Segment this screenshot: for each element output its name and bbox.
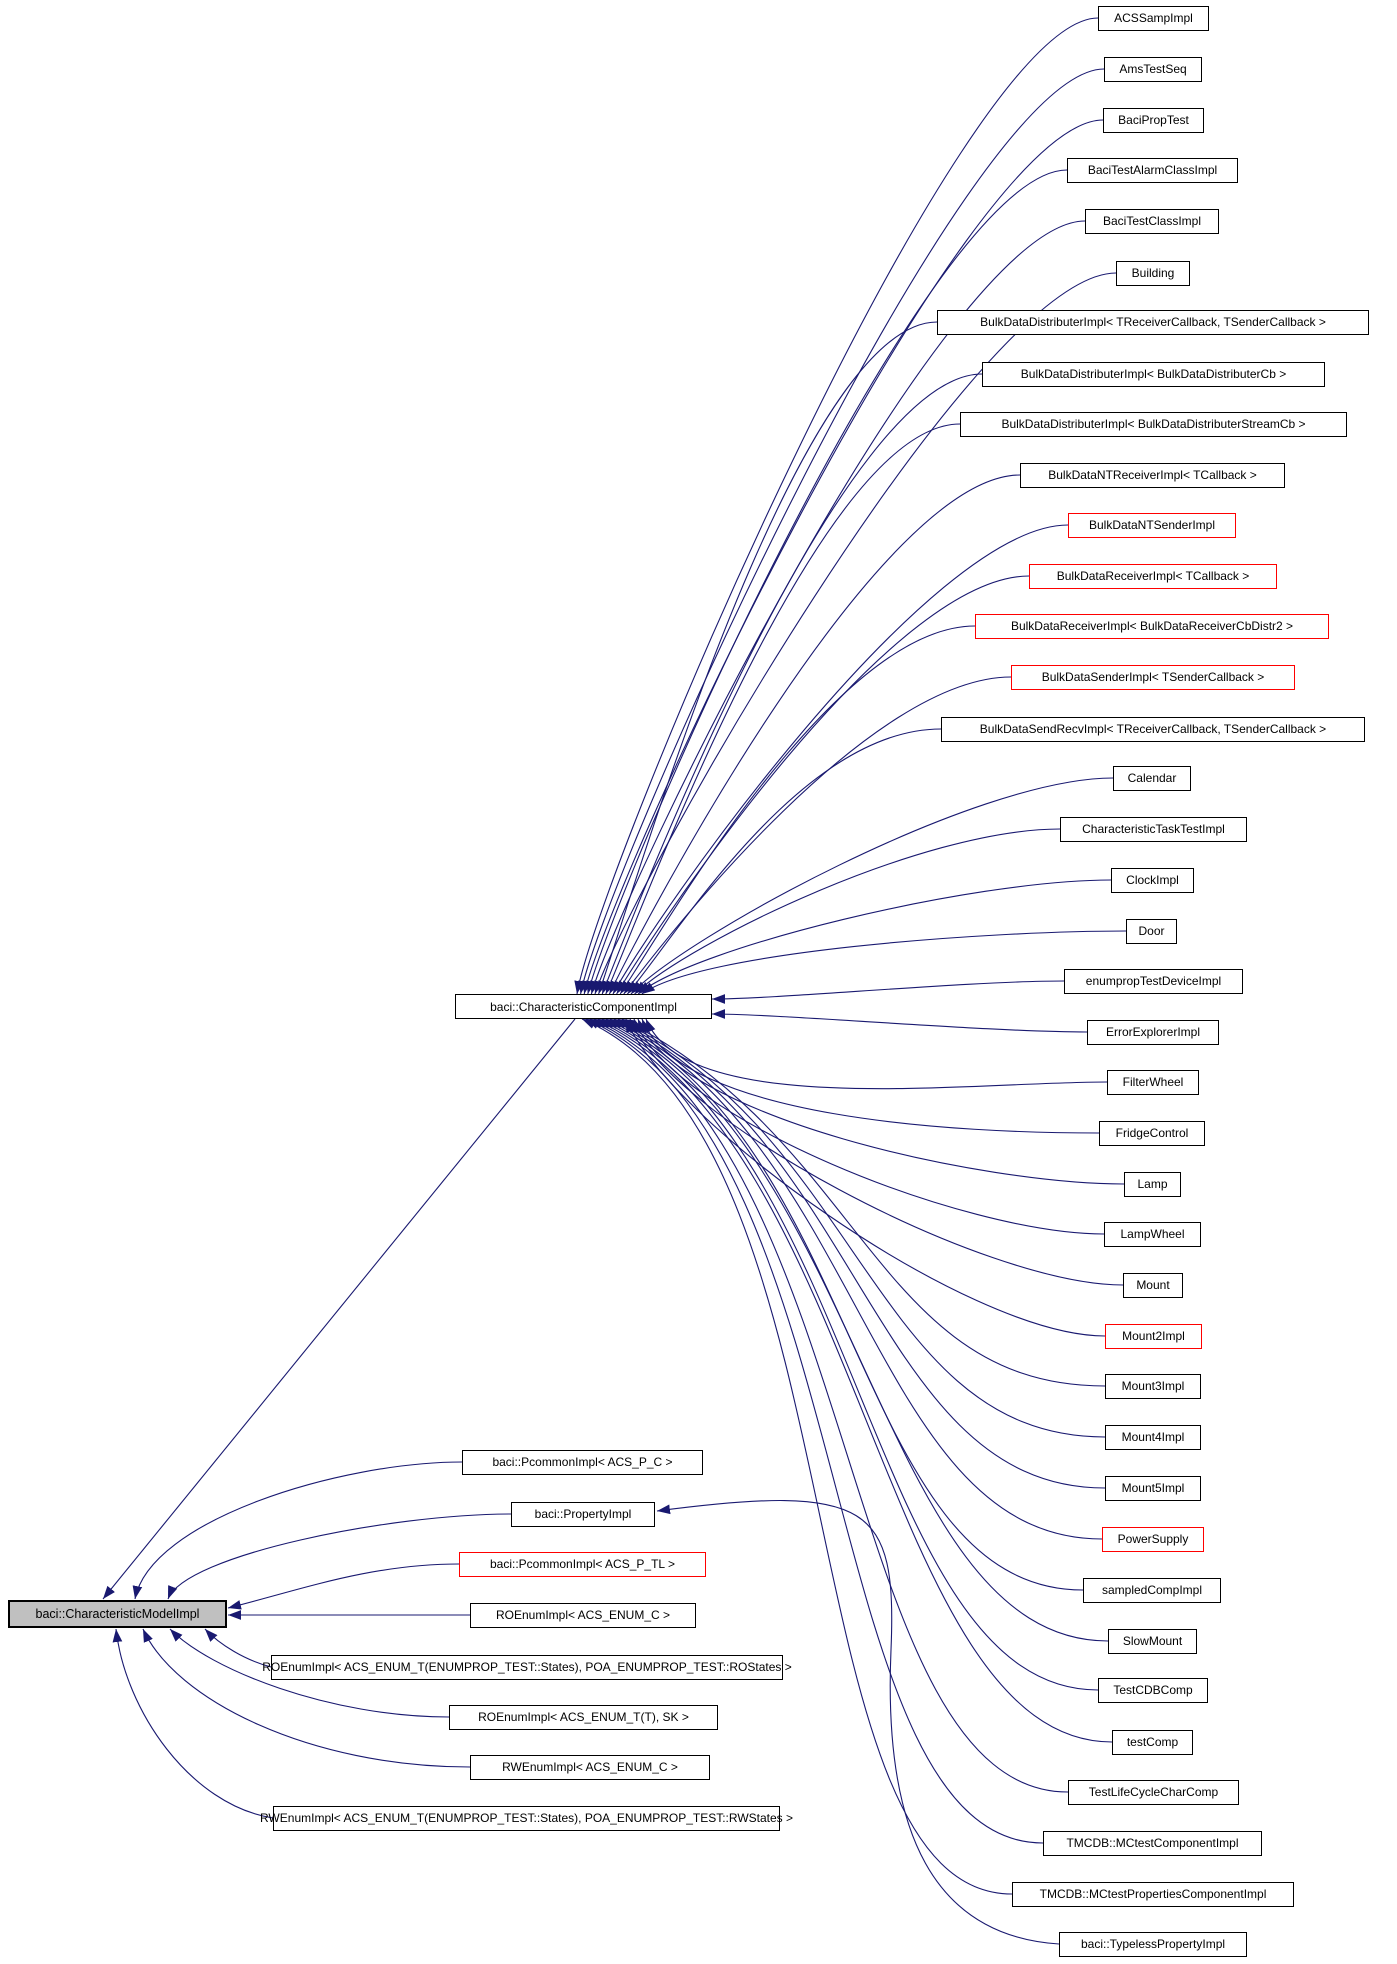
class-node[interactable]: FridgeControl — [1099, 1120, 1205, 1146]
inheritance-edge — [597, 1018, 1099, 1691]
class-node[interactable]: Door — [1126, 918, 1177, 944]
inheritance-edge — [204, 1628, 272, 1668]
inheritance-edge — [581, 1018, 1013, 1895]
class-node[interactable]: baci::PcommonImpl< ACS_P_TL > — [459, 1551, 706, 1577]
inheritance-edge — [609, 1018, 1103, 1540]
inheritance-edge — [227, 1563, 460, 1610]
class-node[interactable]: Mount — [1123, 1272, 1183, 1298]
inheritance-edge — [167, 1513, 512, 1600]
class-node[interactable]: AmsTestSeq — [1104, 56, 1202, 82]
class-node[interactable]: Mount2Impl — [1105, 1323, 1202, 1349]
inheritance-edge — [102, 1018, 576, 1600]
class-node[interactable]: BulkDataSenderImpl< TSenderCallback > — [1011, 664, 1295, 690]
inheritance-edge — [616, 575, 1030, 995]
inheritance-edge — [656, 1499, 1060, 1945]
inheritance-edge — [169, 1628, 450, 1718]
inheritance-edge — [634, 828, 1061, 995]
inheritance-edge — [613, 1018, 1106, 1489]
inheritance-edge — [593, 1018, 1113, 1743]
inheritance-edge — [605, 423, 961, 995]
inheritance-edge — [132, 1461, 463, 1600]
class-node[interactable]: ACSSampImpl — [1098, 5, 1209, 31]
inheritance-edge — [112, 1628, 274, 1819]
inheritance-edge — [617, 1018, 1106, 1438]
class-node[interactable]: Mount3Impl — [1105, 1373, 1201, 1399]
class-node[interactable]: enumpropTestDeviceImpl — [1064, 968, 1243, 994]
inheritance-edge — [601, 1018, 1109, 1642]
inheritance-edge — [601, 373, 983, 995]
class-node[interactable]: BulkDataReceiverImpl< TCallback > — [1029, 563, 1277, 589]
inheritance-edge — [626, 728, 942, 995]
class-node[interactable]: testComp — [1112, 1729, 1193, 1755]
inheritance-edge — [578, 68, 1105, 995]
class-node[interactable]: BulkDataNTSenderImpl — [1068, 512, 1236, 538]
class-node[interactable]: BulkDataDistributerImpl< TReceiverCallba… — [937, 309, 1369, 335]
class-node[interactable]: ROEnumImpl< ACS_ENUM_T(T), SK > — [449, 1704, 718, 1730]
class-node[interactable]: Calendar — [1113, 765, 1191, 791]
class-node[interactable]: FilterWheel — [1107, 1069, 1199, 1095]
class-node[interactable]: BaciPropTest — [1103, 107, 1204, 133]
inheritance-edge — [711, 980, 1065, 1004]
class-node[interactable]: BulkDataNTReceiverImpl< TCallback > — [1020, 462, 1285, 488]
class-node[interactable]: ROEnumImpl< ACS_ENUM_C > — [470, 1602, 696, 1628]
class-node[interactable]: SlowMount — [1108, 1628, 1197, 1654]
inheritance-edge — [608, 474, 1021, 995]
inheritance-edge — [641, 930, 1127, 995]
inheritance-edge — [619, 625, 976, 995]
class-node[interactable]: BulkDataReceiverImpl< BulkDataReceiverCb… — [975, 613, 1329, 639]
inheritance-edge — [605, 1018, 1084, 1591]
class-node[interactable]: BaciTestAlarmClassImpl — [1067, 157, 1238, 183]
class-node[interactable]: Mount4Impl — [1105, 1424, 1201, 1450]
class-node[interactable]: Building — [1116, 260, 1190, 286]
inheritance-edge — [598, 321, 938, 995]
class-node[interactable]: Lamp — [1124, 1171, 1181, 1197]
class-node[interactable]: PowerSupply — [1102, 1526, 1204, 1552]
inheritance-edge — [641, 1018, 1100, 1134]
class-node[interactable]: BaciTestClassImpl — [1085, 208, 1219, 234]
class-node[interactable]: ROEnumImpl< ACS_ENUM_T(ENUMPROP_TEST::St… — [262, 1654, 792, 1680]
inheritance-edge — [142, 1628, 471, 1768]
class-node[interactable]: ErrorExplorerImpl — [1087, 1019, 1219, 1045]
class-node[interactable]: RWEnumImpl< ACS_ENUM_T(ENUMPROP_TEST::St… — [260, 1805, 793, 1831]
class-node[interactable]: TMCDB::MCtestComponentImpl — [1043, 1830, 1262, 1856]
inheritance-edge — [574, 17, 1099, 995]
base-class-node: baci::CharacteristicModelImpl — [8, 1600, 227, 1628]
class-node[interactable]: BulkDataDistributerImpl< BulkDataDistrib… — [982, 361, 1325, 387]
inheritance-edge — [711, 1009, 1088, 1033]
inheritance-edge — [633, 1018, 1105, 1235]
class-node[interactable]: LampWheel — [1104, 1221, 1201, 1247]
class-node[interactable]: TestLifeCycleCharComp — [1068, 1779, 1239, 1805]
inheritance-edge — [637, 879, 1112, 995]
component-class-node[interactable]: baci::CharacteristicComponentImpl — [455, 994, 712, 1019]
inheritance-edge — [590, 220, 1086, 995]
class-node[interactable]: BulkDataDistributerImpl< BulkDataDistrib… — [960, 411, 1347, 437]
inheritance-edge — [623, 676, 1012, 995]
inheritance-edge — [629, 1018, 1124, 1286]
inheritance-edge — [589, 1018, 1069, 1793]
class-node[interactable]: ClockImpl — [1111, 867, 1194, 893]
class-node[interactable]: BulkDataSendRecvImpl< TReceiverCallback,… — [941, 716, 1365, 742]
inheritance-edge — [645, 1018, 1108, 1090]
inheritance-edge — [582, 119, 1104, 995]
class-node[interactable]: baci::PropertyImpl — [511, 1501, 655, 1527]
inheritance-edge — [637, 1018, 1125, 1185]
inheritance-edge — [585, 1018, 1044, 1844]
class-node[interactable]: TestCDBComp — [1098, 1677, 1208, 1703]
class-node[interactable]: Mount5Impl — [1105, 1475, 1201, 1501]
inheritance-edge — [621, 1018, 1106, 1387]
inheritance-edge — [594, 272, 1117, 995]
class-node[interactable]: TMCDB::MCtestPropertiesComponentImpl — [1012, 1881, 1294, 1907]
class-node[interactable]: baci::PcommonImpl< ACS_P_C > — [462, 1449, 703, 1475]
inheritance-edge — [612, 524, 1069, 995]
inheritance-edge — [586, 169, 1068, 995]
class-node[interactable]: CharacteristicTaskTestImpl — [1060, 816, 1247, 842]
inheritance-edge — [630, 777, 1114, 995]
class-node[interactable]: baci::TypelessPropertyImpl — [1059, 1931, 1247, 1957]
class-node[interactable]: RWEnumImpl< ACS_ENUM_C > — [470, 1754, 710, 1780]
class-node[interactable]: sampledCompImpl — [1083, 1577, 1221, 1603]
